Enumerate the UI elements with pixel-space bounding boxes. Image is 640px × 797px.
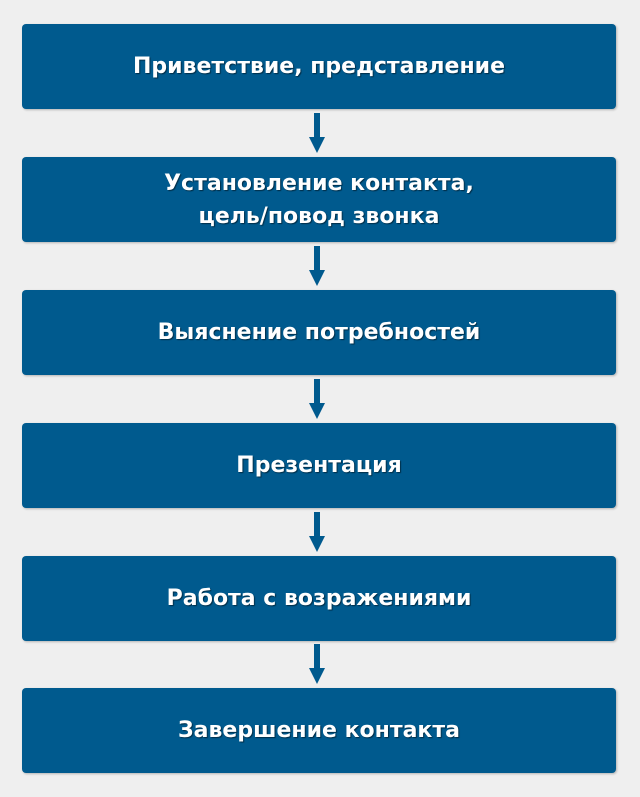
down-arrow-icon [309, 644, 325, 684]
step-label: Выяснение потребностей [157, 320, 481, 345]
step-box-6: Завершение контакта [22, 688, 616, 773]
step-box-5: Работа с возражениями [22, 556, 616, 641]
step-label: Работа с возражениями [166, 586, 472, 611]
down-arrow-icon [309, 113, 325, 153]
step-label: Завершение контакта [178, 718, 460, 743]
step-box-4: Презентация [22, 423, 616, 508]
step-label: Установление контакта, цель/повод звонка [164, 170, 474, 229]
step-box-3: Выяснение потребностей [22, 290, 616, 375]
down-arrow-icon [309, 512, 325, 552]
down-arrow-icon [309, 379, 325, 419]
step-label: Презентация [236, 453, 402, 478]
step-label: Приветствие, представление [132, 54, 505, 79]
step-box-2: Установление контакта, цель/повод звонка [22, 157, 616, 242]
down-arrow-icon [309, 246, 325, 286]
step-box-1: Приветствие, представление [22, 24, 616, 109]
